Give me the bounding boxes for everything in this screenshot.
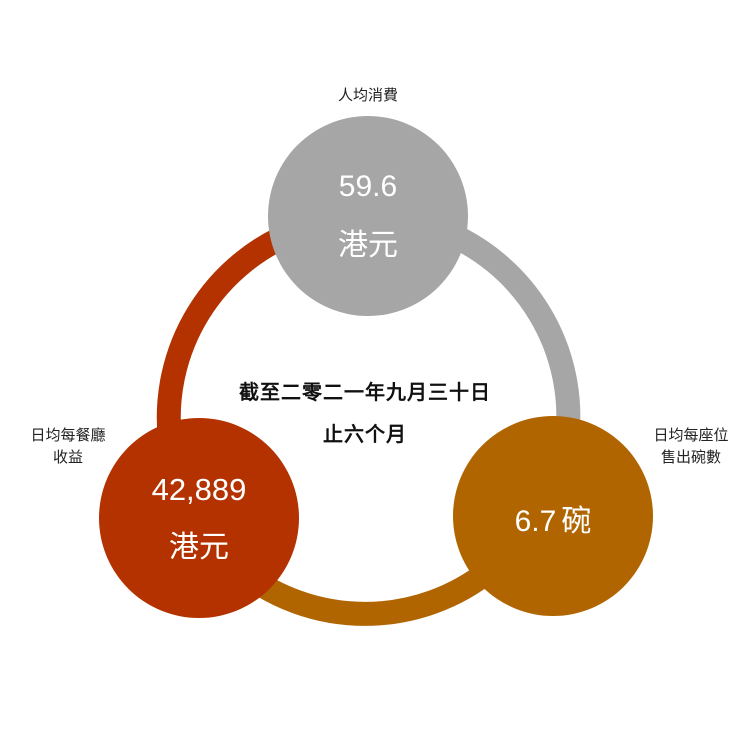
bowls-unit: 碗	[561, 504, 592, 539]
bowls-value-group: 6.7 碗	[453, 496, 653, 540]
bowls-label-line1: 日均每座位	[653, 426, 729, 444]
bowls-value: 6.7	[514, 505, 557, 538]
revenue-circle	[99, 418, 299, 618]
bowls-label: 日均每座位 售出碗數	[641, 424, 741, 468]
spend-circle	[268, 116, 468, 316]
bowls-label-line2: 售出碗數	[660, 448, 721, 466]
revenue-label-line2: 收益	[52, 448, 83, 466]
period-title-line1: 截至二零二一年九月三十日	[239, 380, 491, 404]
ring-arc-left	[156, 218, 305, 442]
revenue-unit: 港元	[169, 530, 229, 565]
ring-arc-bottom	[232, 560, 498, 626]
spend-unit: 港元	[338, 228, 398, 263]
revenue-value: 42,889	[151, 472, 247, 507]
revenue-label: 日均每餐廳 收益	[18, 424, 118, 468]
spend-value: 59.6	[338, 170, 398, 203]
bowls-circle	[453, 416, 653, 616]
period-title-line2: 止六个月	[323, 422, 407, 446]
spend-label: 人均消費	[337, 86, 398, 104]
revenue-label-line1: 日均每餐廳	[30, 426, 106, 444]
ring-arc-right	[435, 218, 581, 442]
